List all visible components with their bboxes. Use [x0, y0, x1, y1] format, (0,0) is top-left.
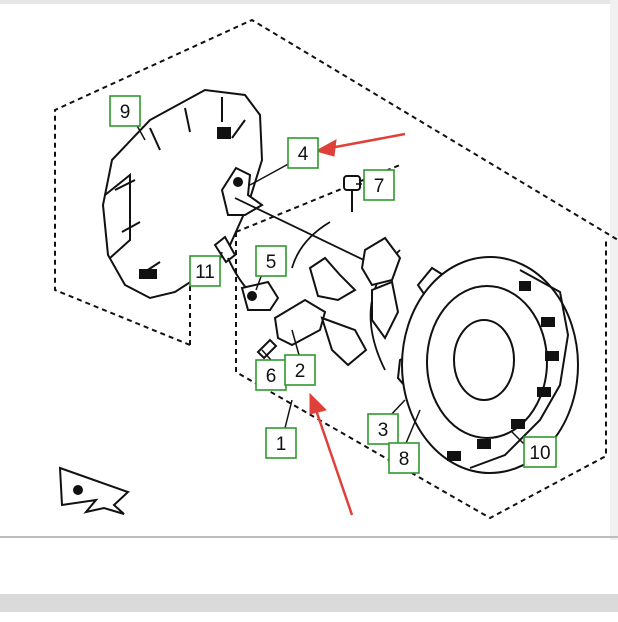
svg-text:3: 3 [378, 420, 389, 441]
top-border [0, 0, 618, 4]
callout-4: 4 [287, 137, 319, 169]
clamp-part-5 [240, 280, 280, 311]
callout-5: 5 [255, 245, 287, 277]
svg-text:2: 2 [295, 361, 306, 382]
svg-text:6: 6 [266, 366, 277, 387]
svg-text:4: 4 [298, 144, 309, 165]
direction-arrow-icon [58, 466, 130, 515]
svg-text:1: 1 [276, 434, 287, 455]
red-pointer-arrow-icon [309, 132, 406, 516]
callout-6: 6 [255, 359, 287, 391]
bolt-part-7 [343, 175, 361, 212]
content-bottom-border [0, 536, 618, 538]
callout-9: 9 [109, 95, 141, 127]
svg-text:10: 10 [529, 443, 550, 464]
lever-part-2 [273, 298, 368, 367]
callout-1: 1 [265, 427, 297, 459]
svg-text:8: 8 [399, 449, 410, 470]
svg-text:7: 7 [374, 176, 385, 197]
svg-text:11: 11 [195, 262, 215, 283]
callout-2: 2 [284, 354, 316, 386]
callout-3: 3 [367, 413, 399, 445]
callout-7: 7 [363, 169, 395, 201]
exploded-parts-diagram: 9 4 7 11 5 6 2 3 8 1 10 [54, 18, 618, 520]
svg-text:5: 5 [266, 252, 277, 273]
svg-text:9: 9 [120, 102, 131, 123]
right-scroll-edge [610, 0, 618, 540]
callout-8: 8 [388, 442, 420, 474]
drum-part-10 [401, 256, 579, 474]
screw-part-6 [256, 338, 278, 360]
callout-10: 10 [523, 436, 557, 468]
bracket-part-4 [220, 166, 264, 216]
horizontal-scrollbar[interactable] [0, 594, 618, 612]
callout-11: 11 [189, 255, 221, 287]
